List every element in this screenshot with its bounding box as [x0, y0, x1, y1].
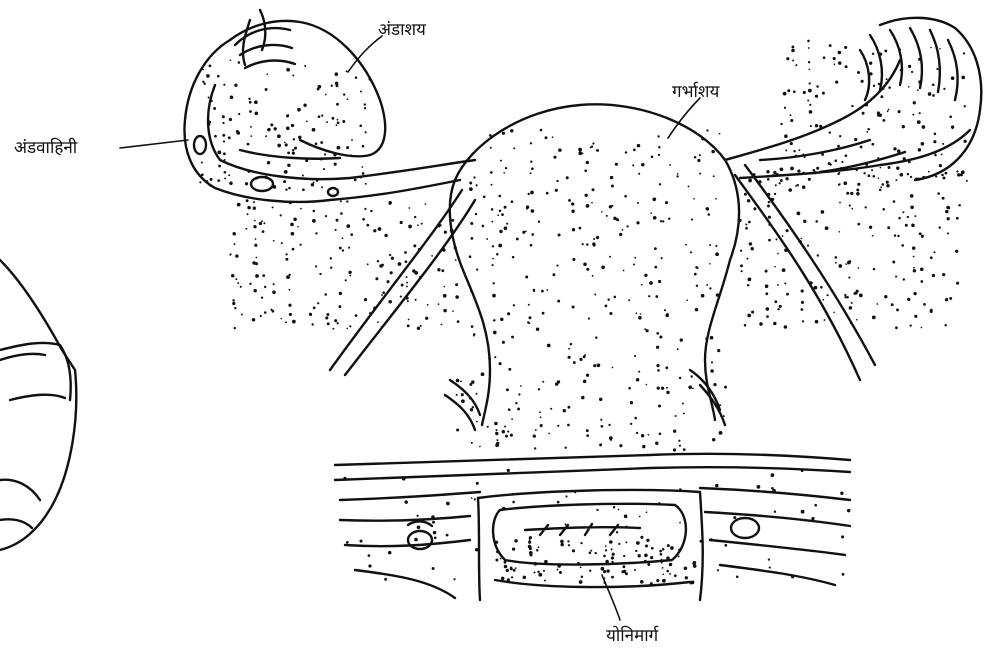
label-vagina: योनिमार्ग: [606, 628, 658, 645]
partial-figure-left: [0, 260, 76, 550]
label-uterus: गर्भाशय: [672, 84, 719, 101]
stipple-texture: [199, 40, 968, 585]
right-fallopian-tube: [725, 60, 970, 178]
label-fallopian-tube: अंडवाहिनी: [14, 140, 77, 157]
leader-tube: [120, 140, 188, 148]
left-fallopian-tube: [184, 40, 475, 202]
left-ovary: [230, 10, 385, 156]
label-ovary: अंडाशय: [378, 22, 426, 39]
